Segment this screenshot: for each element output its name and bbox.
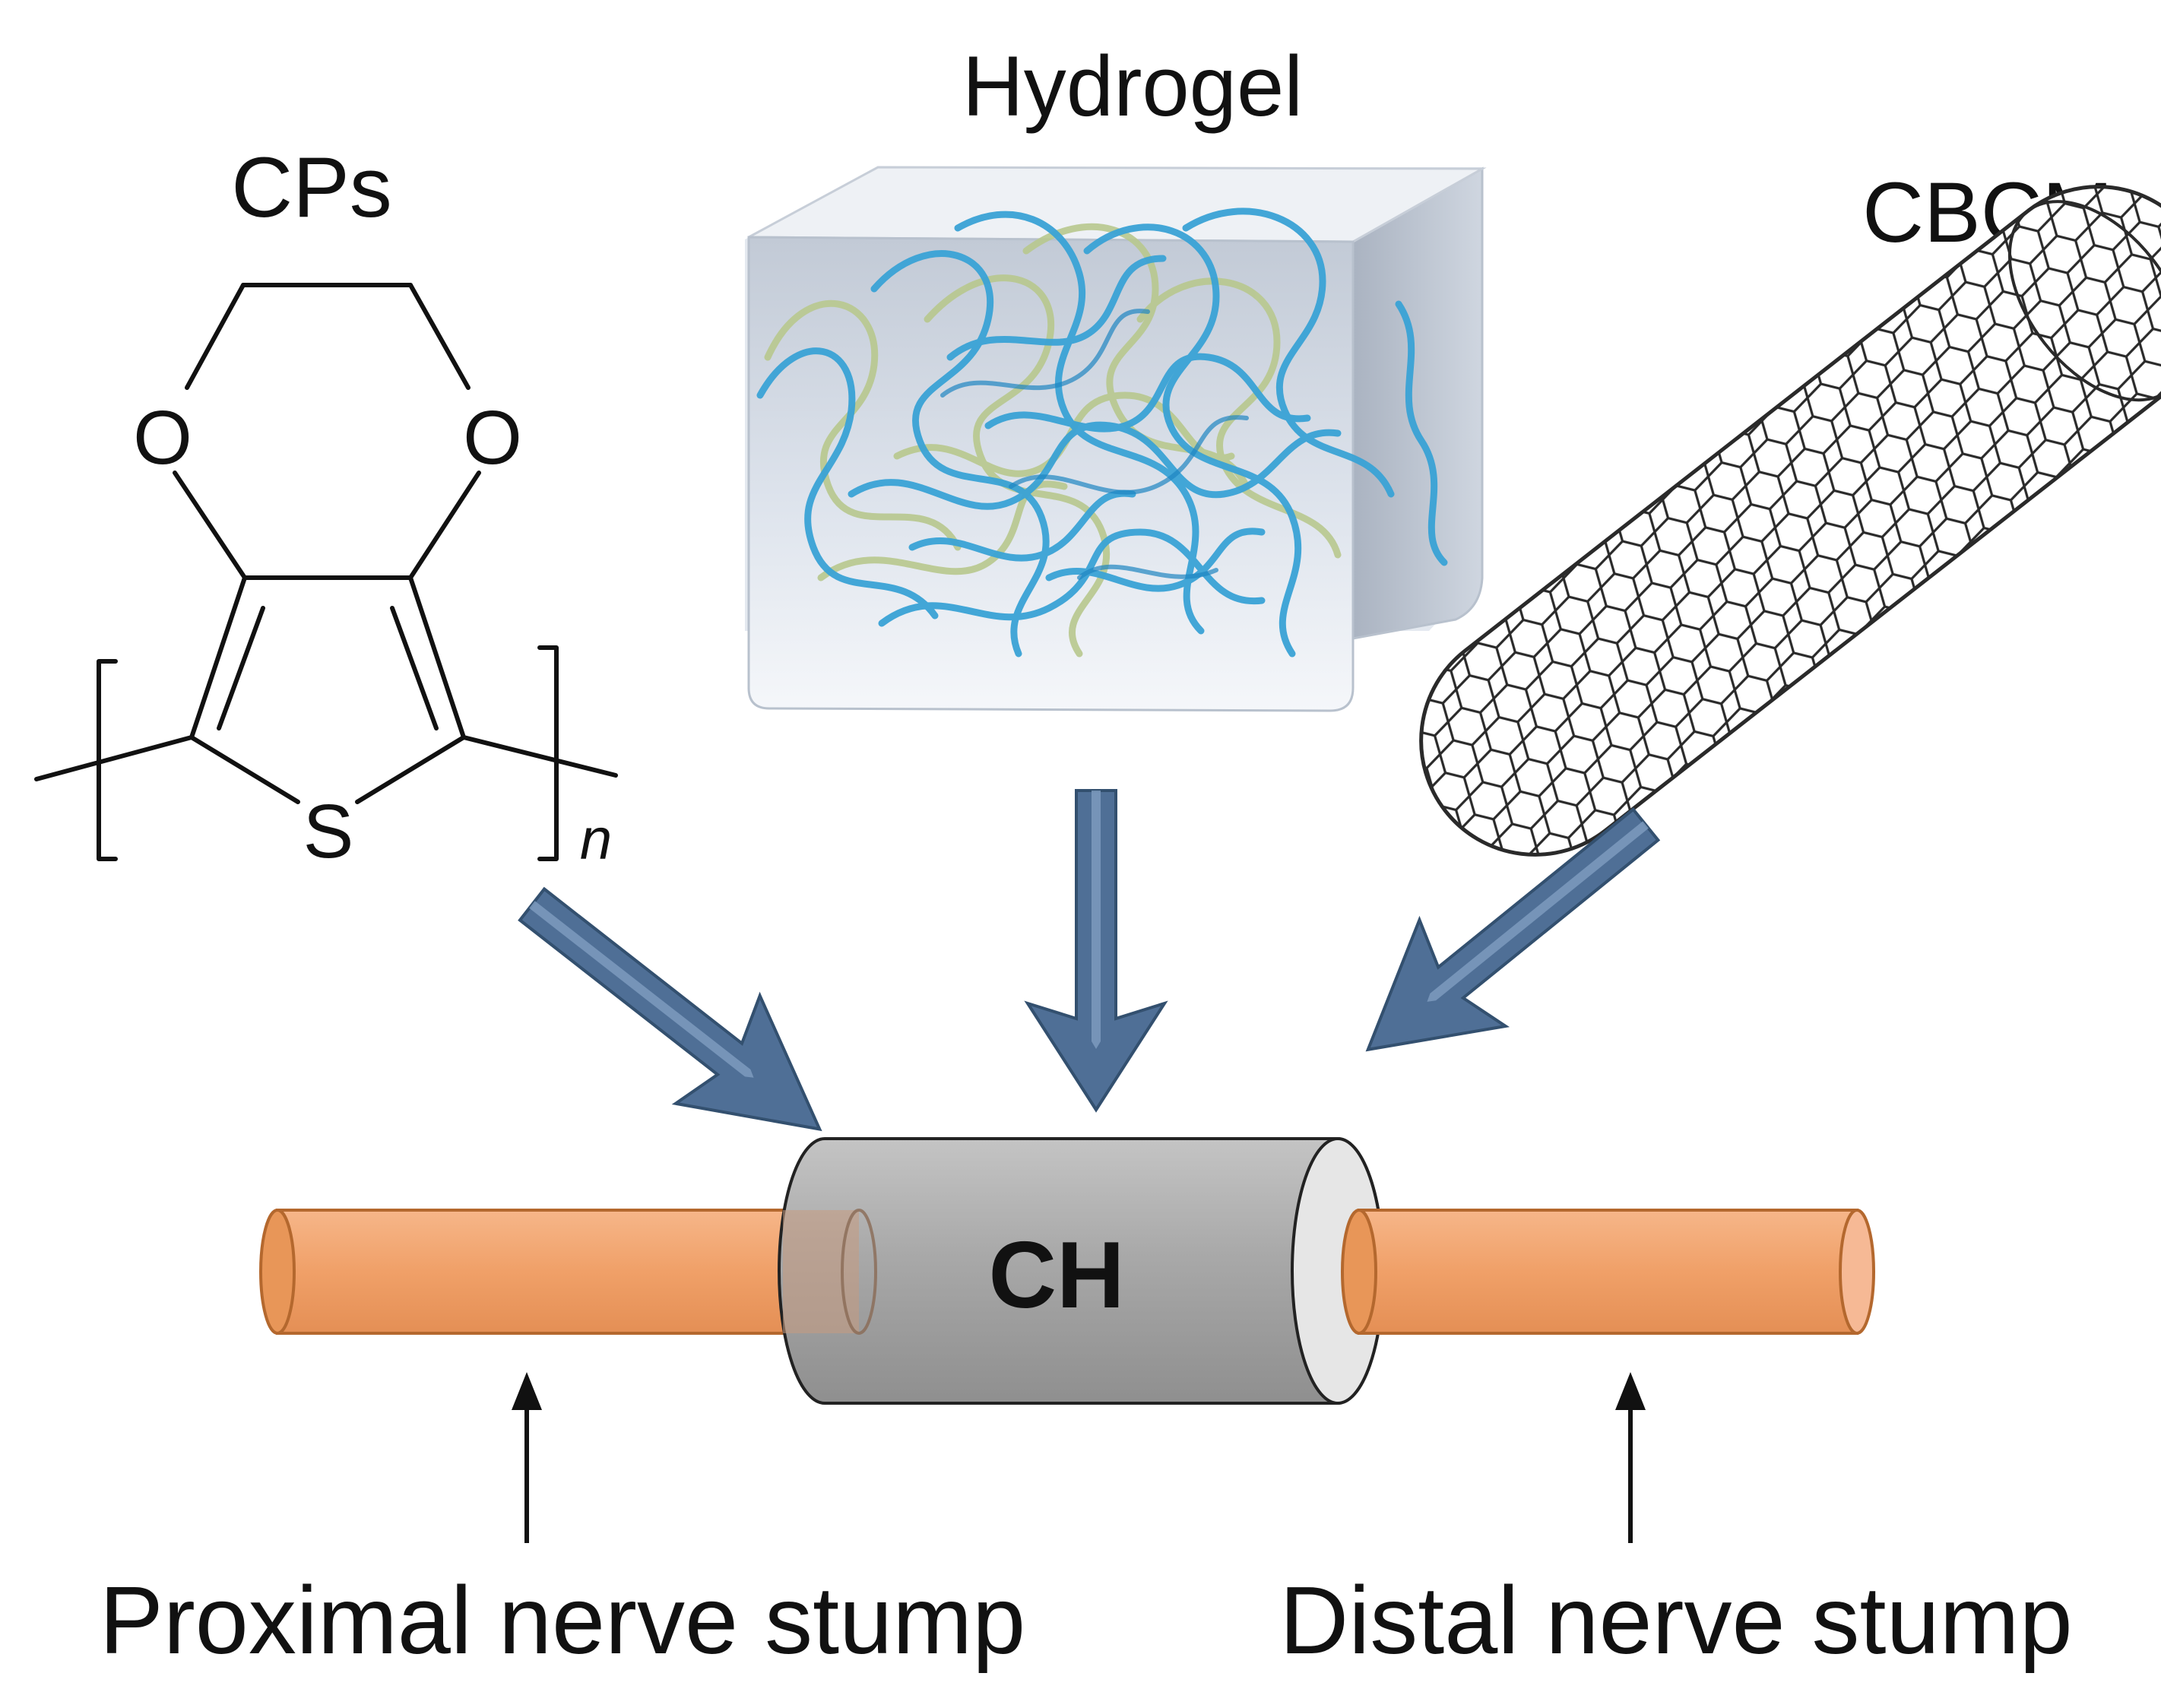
label-ch: CH [988, 1223, 1124, 1328]
atom-s: S [303, 789, 354, 874]
label-cps: CPs [231, 140, 392, 235]
atom-o-right: O [463, 395, 522, 480]
label-proximal: Proximal nerve stump [100, 1567, 1025, 1674]
arrow-distal-pointer [1615, 1372, 1646, 1543]
label-hydrogel: Hydrogel [962, 39, 1303, 134]
polymer-network [756, 208, 1448, 658]
arrow-cps-to-ch [518, 886, 822, 1132]
carbon-nanotube [1375, 141, 2161, 901]
arrow-hydrogel-to-ch [1024, 789, 1168, 1113]
label-distal: Distal nerve stump [1279, 1567, 2072, 1674]
hydrogel-block [745, 166, 1487, 712]
distal-nerve-stump [1341, 1209, 1875, 1335]
atom-o-left: O [133, 395, 192, 480]
repeat-subscript: n [580, 807, 612, 872]
arrow-proximal-pointer [512, 1372, 542, 1543]
arrow-cbcm-to-ch [1365, 806, 1661, 1052]
pedot-structure [34, 283, 618, 861]
proximal-nerve-stump [259, 1209, 864, 1335]
ch-conduit [778, 1137, 1385, 1405]
